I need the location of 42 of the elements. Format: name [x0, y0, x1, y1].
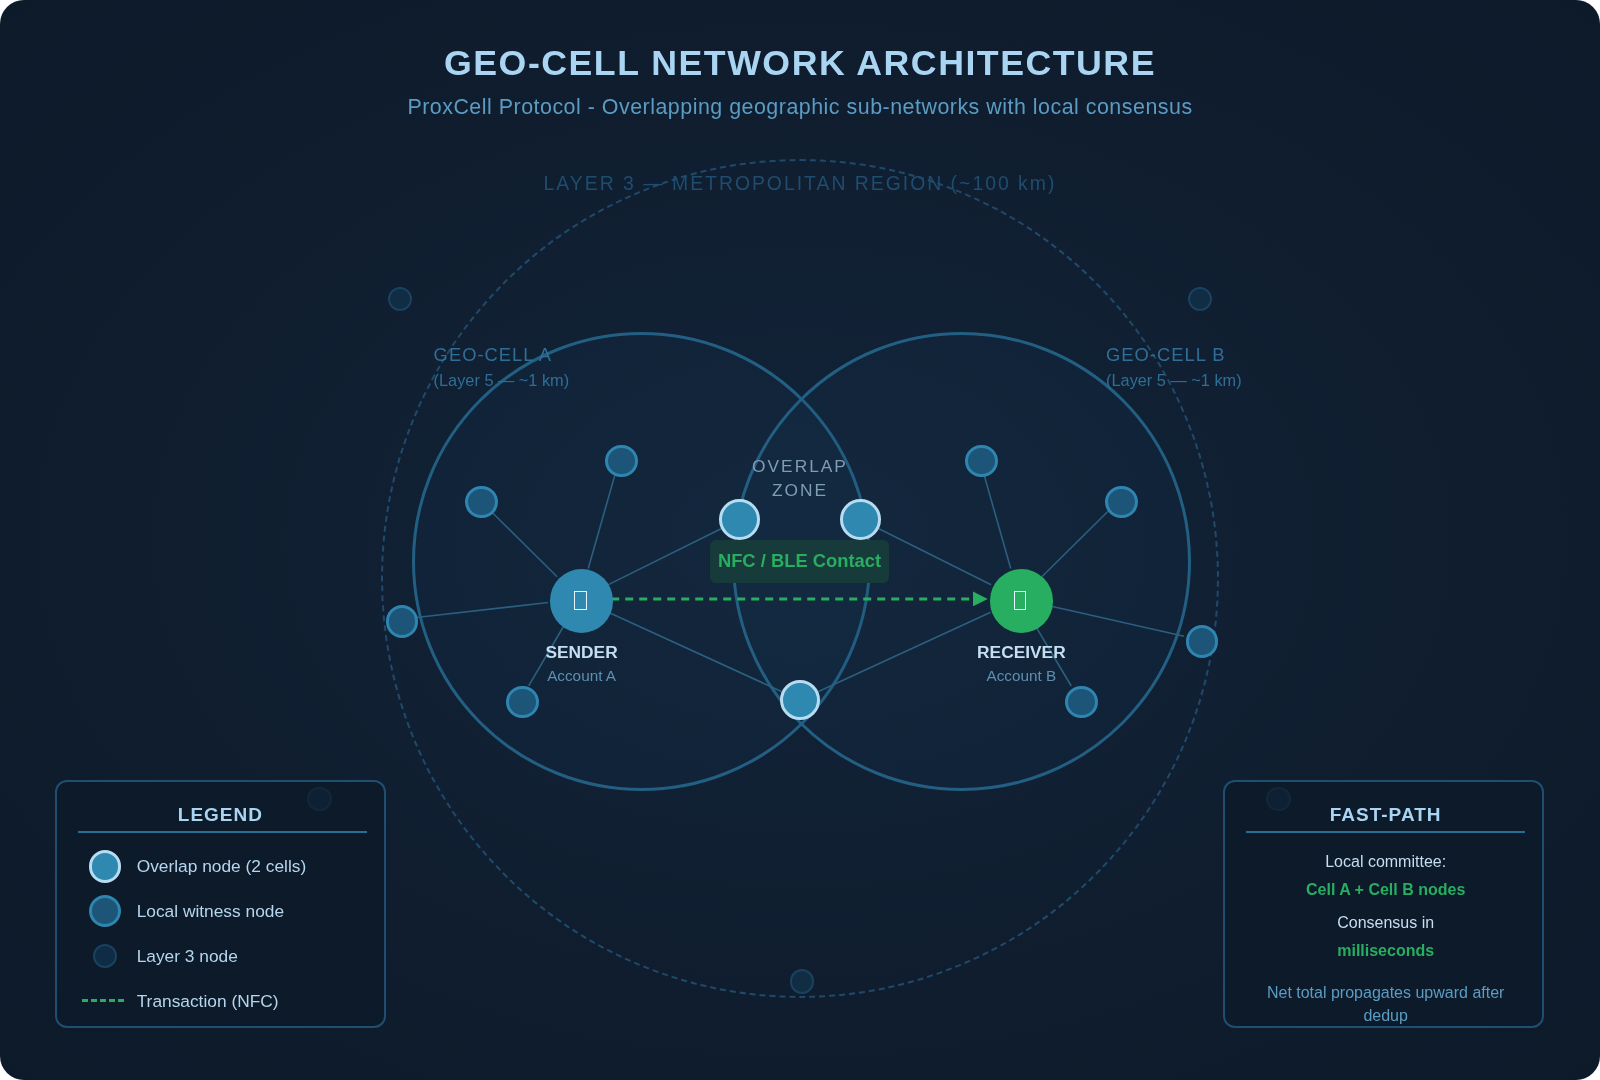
account-label: Account B	[985, 667, 1058, 686]
fast-path-panel	[1223, 779, 1544, 1028]
cell-scale: (Layer 5 — ~1 km)	[1106, 371, 1242, 391]
connector-line	[877, 527, 992, 586]
legend-text: Overlap node (2 cells)	[136, 856, 307, 878]
cell-name: GEO-CELL B	[1106, 343, 1226, 366]
edge-label: NFC / BLE Contact	[709, 539, 890, 583]
layer-3-node	[789, 969, 815, 994]
witness-node	[506, 685, 539, 719]
diagram-title: GEO-CELL NETWORK ARCHITECTURE	[443, 42, 1157, 84]
node-name: RECEIVER	[976, 641, 1067, 663]
panel-heading: FAST-PATH	[1328, 804, 1443, 826]
highlight-text: Cell A + Cell B nodes	[1305, 880, 1467, 899]
witness-node	[1105, 485, 1138, 519]
legend-text: Transaction (NFC)	[136, 990, 279, 1012]
witness-node	[465, 485, 498, 519]
connector-line	[817, 611, 992, 693]
connector-line	[527, 625, 565, 687]
legend-text: Layer 3 node	[136, 945, 238, 967]
connector-line	[587, 474, 616, 570]
legend-heading: LEGEND	[176, 804, 264, 826]
highlight-text: milliseconds	[1336, 941, 1436, 960]
connector-line	[983, 474, 1012, 570]
witness-node	[605, 444, 638, 478]
witness-node	[1065, 685, 1098, 719]
connector-line	[1041, 510, 1109, 578]
node-name: SENDER	[544, 641, 619, 663]
panel-note: Net total propagates upward after dedup	[1265, 982, 1506, 1026]
legend-text: Local witness node	[136, 900, 285, 922]
panel-text: Local committee:	[1324, 853, 1448, 871]
panel-text: Consensus in	[1336, 914, 1436, 933]
witness-node	[385, 605, 419, 638]
cell-scale: (Layer 5 — ~1 km)	[433, 371, 570, 391]
subtitle: ProxCell Protocol - Overlapping geographic sub-networks with local consensus	[406, 94, 1194, 120]
dashed-arrow	[611, 591, 988, 607]
witness-node	[965, 444, 998, 478]
account-label: Account A	[546, 667, 617, 686]
overlap-node	[779, 679, 821, 721]
region-label: LAYER 3 — METROPOLITAN REGION (~100 km)	[542, 172, 1058, 196]
witness-node	[1185, 625, 1219, 659]
connector-line	[607, 527, 723, 586]
connector-line	[415, 601, 549, 619]
